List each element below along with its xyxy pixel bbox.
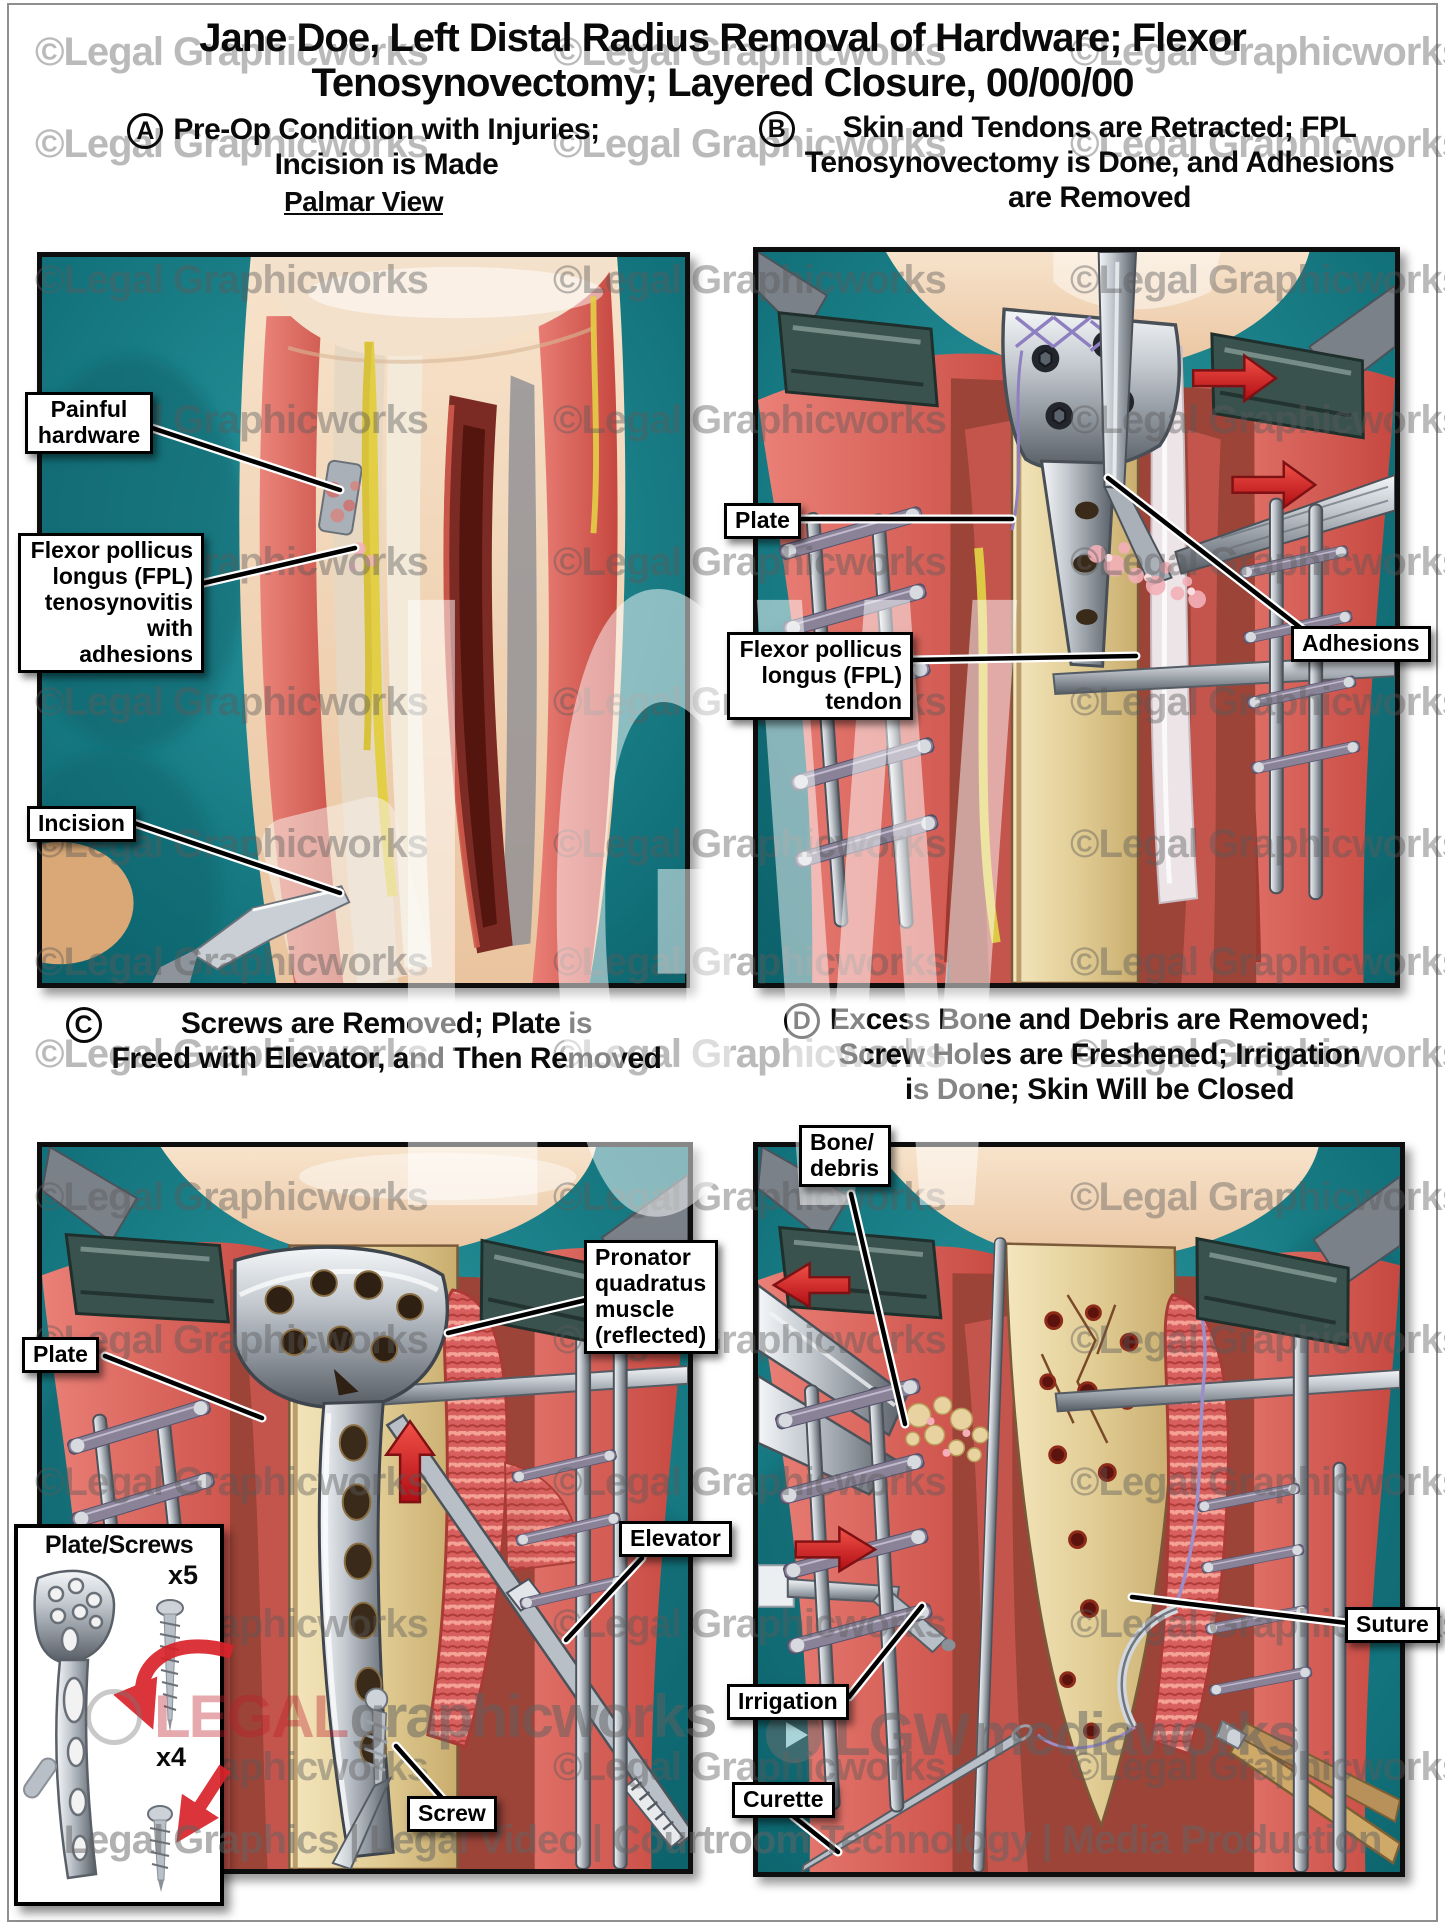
label-fpl-tendon: Flexor pollicus longus (FPL) tendon: [727, 632, 913, 720]
curette-tool: [800, 1724, 1033, 1872]
retractor-blades: [758, 252, 1395, 469]
label-elevator: Elevator: [619, 1521, 732, 1557]
palm-skin: [885, 252, 1310, 373]
panel-a-letter-badge: A: [127, 113, 164, 149]
panel-b-letter-badge: B: [758, 111, 795, 147]
label-bone-debris: Bone/ debris: [799, 1125, 891, 1187]
thumb-edge: [42, 841, 134, 965]
label-adhesions: Adhesions: [1291, 626, 1431, 662]
label-plate-c: Plate: [22, 1337, 99, 1373]
retraction-arrow-upper: [1191, 353, 1278, 404]
hardware-plate-graphic: [1001, 307, 1181, 668]
lift-arrow-up: [383, 1419, 437, 1504]
retractor-rod: [1054, 1368, 1400, 1413]
panel-a-heading: Pre-Op Condition with Injuries; Incision…: [173, 113, 600, 181]
screw-being-removed: [331, 1687, 393, 1869]
panel-a-header: A Pre-Op Condition with Injuries; Incisi…: [37, 112, 690, 182]
nerve: [974, 547, 1001, 944]
inset-screw-count-x5: x5: [167, 1560, 198, 1590]
panel-c-heading: Screws are Removed; Plate is Freed with …: [111, 1007, 662, 1075]
panel-d-letter-badge: D: [783, 1003, 820, 1039]
irrigation-arrow-right: [794, 1525, 878, 1574]
inset-plate-screws-illustration: [22, 1569, 184, 1892]
panel-d-image: [753, 1142, 1405, 1877]
removal-arrow-left: [771, 1261, 851, 1309]
panel-d-heading: Excess Bone and Debris are Removed; Scre…: [829, 1003, 1370, 1106]
label-painful-hardware: Painful hardware: [25, 392, 153, 454]
label-fpl-tenosynovitis: Flexor pollicus longus (FPL) tenosynovit…: [18, 533, 204, 673]
suture-threads: [1010, 315, 1130, 531]
label-screw: Screw: [407, 1796, 497, 1832]
panel-b-image: [753, 247, 1400, 988]
label-curette: Curette: [732, 1782, 835, 1818]
label-incision: Incision: [27, 806, 136, 842]
inset-screw-count-x4: x4: [155, 1742, 186, 1772]
panel-b-heading: Skin and Tendons are Retracted; FPL Teno…: [804, 111, 1395, 214]
inset-screw-x5: [156, 1599, 184, 1732]
page-title: Jane Doe, Left Distal Radius Removal of …: [199, 16, 1247, 105]
bone-debris-fragment: [905, 1395, 989, 1463]
inset-title: Plate/Screws: [44, 1531, 194, 1559]
panel-c-letter-badge: C: [65, 1007, 102, 1043]
label-suture: Suture: [1345, 1607, 1440, 1643]
ladder-retractor-right: [1197, 1284, 1347, 1872]
retractor-rail: [972, 1237, 1007, 1872]
label-plate-b: Plate: [724, 503, 801, 539]
retractor-blades: [758, 1147, 1400, 1376]
plate-screws-inset: Plate/Screws x5 x4: [14, 1524, 224, 1906]
panel-c-header: C Screws are Removed; Plate is Freed wit…: [37, 1006, 690, 1076]
panel-b-illustration: [758, 252, 1395, 983]
inset-screw-x4: [147, 1805, 173, 1892]
panel-b-header: B Skin and Tendons are Retracted; FPL Te…: [753, 110, 1400, 215]
label-irrigation: Irrigation: [727, 1684, 849, 1720]
panel-d-header: D Excess Bone and Debris are Removed; Sc…: [753, 1002, 1400, 1107]
panel-a-subheading: Palmar View: [284, 186, 443, 217]
inset-plate: [22, 1569, 116, 1880]
panel-d-illustration: [758, 1147, 1400, 1872]
label-pronator-quadratus: Pronator quadratus muscle (reflected): [584, 1240, 718, 1354]
